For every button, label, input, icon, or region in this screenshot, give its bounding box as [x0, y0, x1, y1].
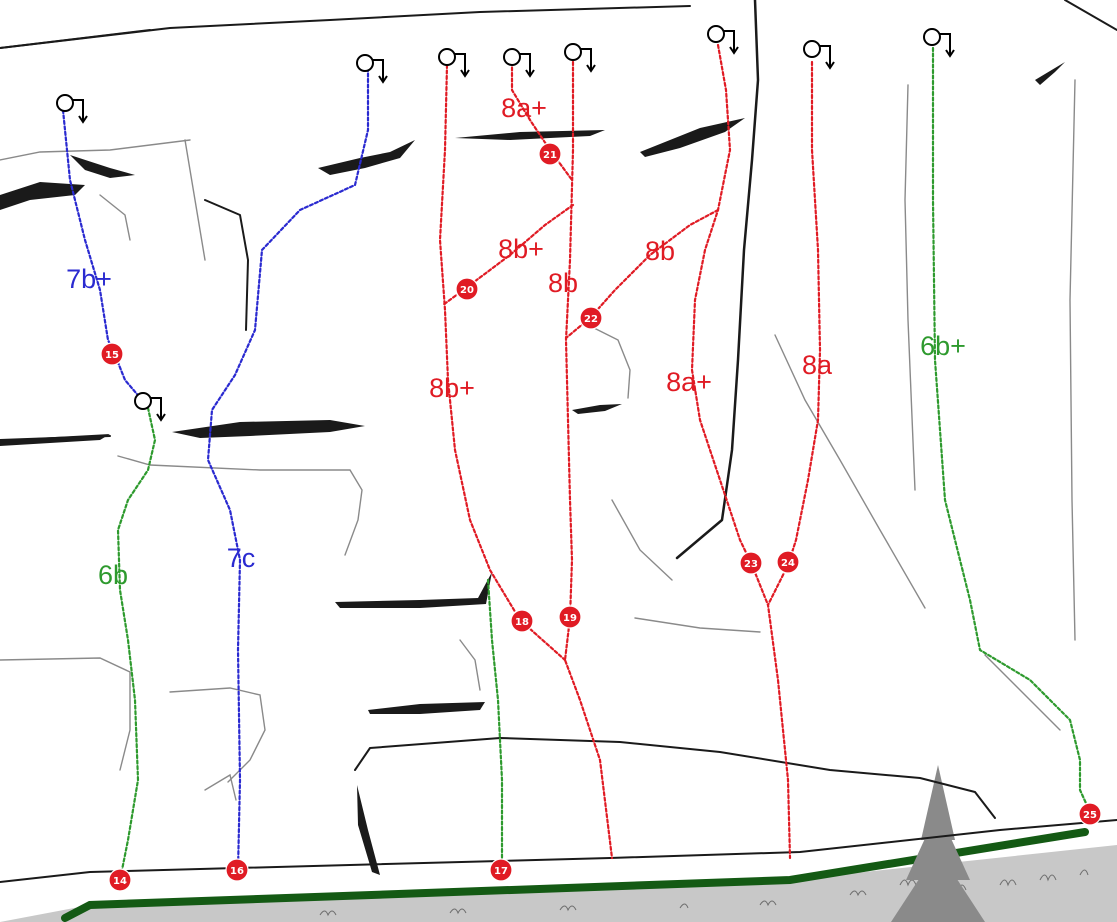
lower-off-anchor-icon — [56, 94, 88, 124]
route-number-badges: 15 14 16 17 18 19 20 21 22 23 24 25 — [100, 142, 1102, 892]
route-line-20[interactable] — [441, 203, 575, 307]
lower-off-anchor-icon — [356, 54, 388, 84]
rock-cracks — [0, 79, 1076, 801]
lower-off-anchor-icon — [707, 25, 739, 55]
route-number-16: 16 — [230, 866, 244, 877]
route-number-17: 17 — [494, 866, 508, 877]
anchors — [56, 25, 955, 422]
route-line-16[interactable] — [206, 66, 370, 872]
route-grade-24: 8a — [802, 350, 833, 380]
route-line-17[interactable] — [486, 578, 504, 872]
route-grade-20: 8b+ — [498, 234, 544, 264]
route-number-25: 25 — [1083, 810, 1097, 821]
route-number-20: 20 — [460, 285, 474, 296]
route-grade-21: 8a+ — [501, 93, 547, 123]
route-lines — [61, 43, 1092, 882]
route-grade-15: 7b+ — [66, 264, 112, 294]
lower-off-anchor-icon — [503, 48, 535, 78]
route-badge-18[interactable]: 18 — [510, 609, 534, 633]
lower-off-anchor-icon — [803, 40, 835, 70]
route-grade-14: 6b — [98, 560, 128, 590]
route-grade-25: 6b+ — [920, 331, 966, 361]
route-number-21: 21 — [543, 150, 557, 161]
route-line-14[interactable] — [116, 406, 157, 882]
route-grade-23: 8a+ — [666, 367, 712, 397]
route-line-19[interactable] — [563, 60, 614, 860]
route-line-15[interactable] — [61, 108, 144, 402]
route-badge-19[interactable]: 19 — [558, 605, 582, 629]
pine-tree-icon — [891, 765, 985, 922]
route-number-22: 22 — [584, 314, 598, 325]
route-badge-17[interactable]: 17 — [489, 858, 513, 882]
route-number-19: 19 — [563, 613, 577, 624]
grade-labels: 7b+ 6b 7c 8b+ 8b+ 8b 8a+ 8b 8a+ 8a 6b+ — [66, 93, 966, 590]
route-grade-16: 7c — [227, 543, 256, 573]
route-badge-15[interactable]: 15 — [100, 342, 124, 366]
route-line-24[interactable] — [766, 60, 822, 860]
route-badge-23[interactable]: 23 — [739, 551, 763, 575]
route-badge-14[interactable]: 14 — [108, 868, 132, 892]
route-badge-25[interactable]: 25 — [1078, 802, 1102, 826]
route-badge-20[interactable]: 20 — [455, 277, 479, 301]
route-badge-22[interactable]: 22 — [579, 306, 603, 330]
rock-ledges — [0, 62, 1065, 875]
route-badge-21[interactable]: 21 — [538, 142, 562, 166]
route-number-14: 14 — [113, 876, 127, 887]
route-number-18: 18 — [515, 617, 529, 628]
route-number-23: 23 — [744, 559, 758, 570]
route-line-25[interactable] — [931, 46, 1092, 814]
route-badge-24[interactable]: 24 — [776, 550, 800, 574]
lower-off-anchor-icon — [564, 43, 596, 73]
route-line-23[interactable] — [690, 43, 770, 607]
route-badge-16[interactable]: 16 — [225, 858, 249, 882]
route-line-18[interactable] — [438, 63, 567, 662]
lower-off-anchor-icon — [134, 392, 166, 422]
route-number-15: 15 — [105, 350, 119, 361]
route-grade-18: 8b+ — [429, 373, 475, 403]
lower-off-anchor-icon — [923, 28, 955, 58]
route-grade-19: 8b — [548, 268, 578, 298]
route-grade-22: 8b — [645, 236, 675, 266]
lower-off-anchor-icon — [438, 48, 470, 78]
route-number-24: 24 — [781, 558, 795, 569]
